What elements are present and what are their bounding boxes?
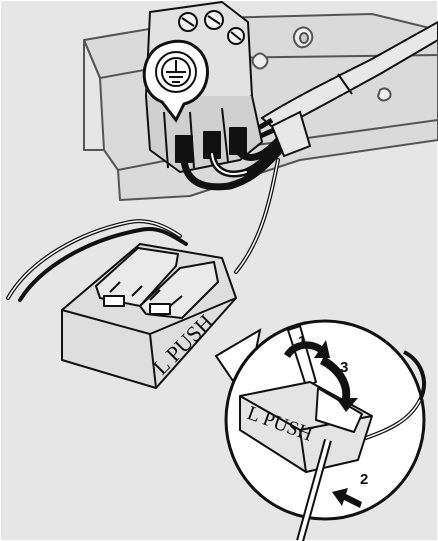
step-number-3: 3 <box>340 359 348 376</box>
push-connector: L PUSH <box>61 243 237 389</box>
step-number-1: 1 <box>298 333 306 350</box>
step-number-2: 2 <box>360 471 368 488</box>
zoom-detail: L PUSH <box>239 325 426 541</box>
cable-clip <box>270 110 312 158</box>
connector-wires <box>6 158 280 302</box>
push-arrow-icon <box>332 488 362 508</box>
earth-callout <box>142 39 209 123</box>
curved-arrow-icon <box>284 340 358 412</box>
protective-earth-icon <box>161 57 191 87</box>
